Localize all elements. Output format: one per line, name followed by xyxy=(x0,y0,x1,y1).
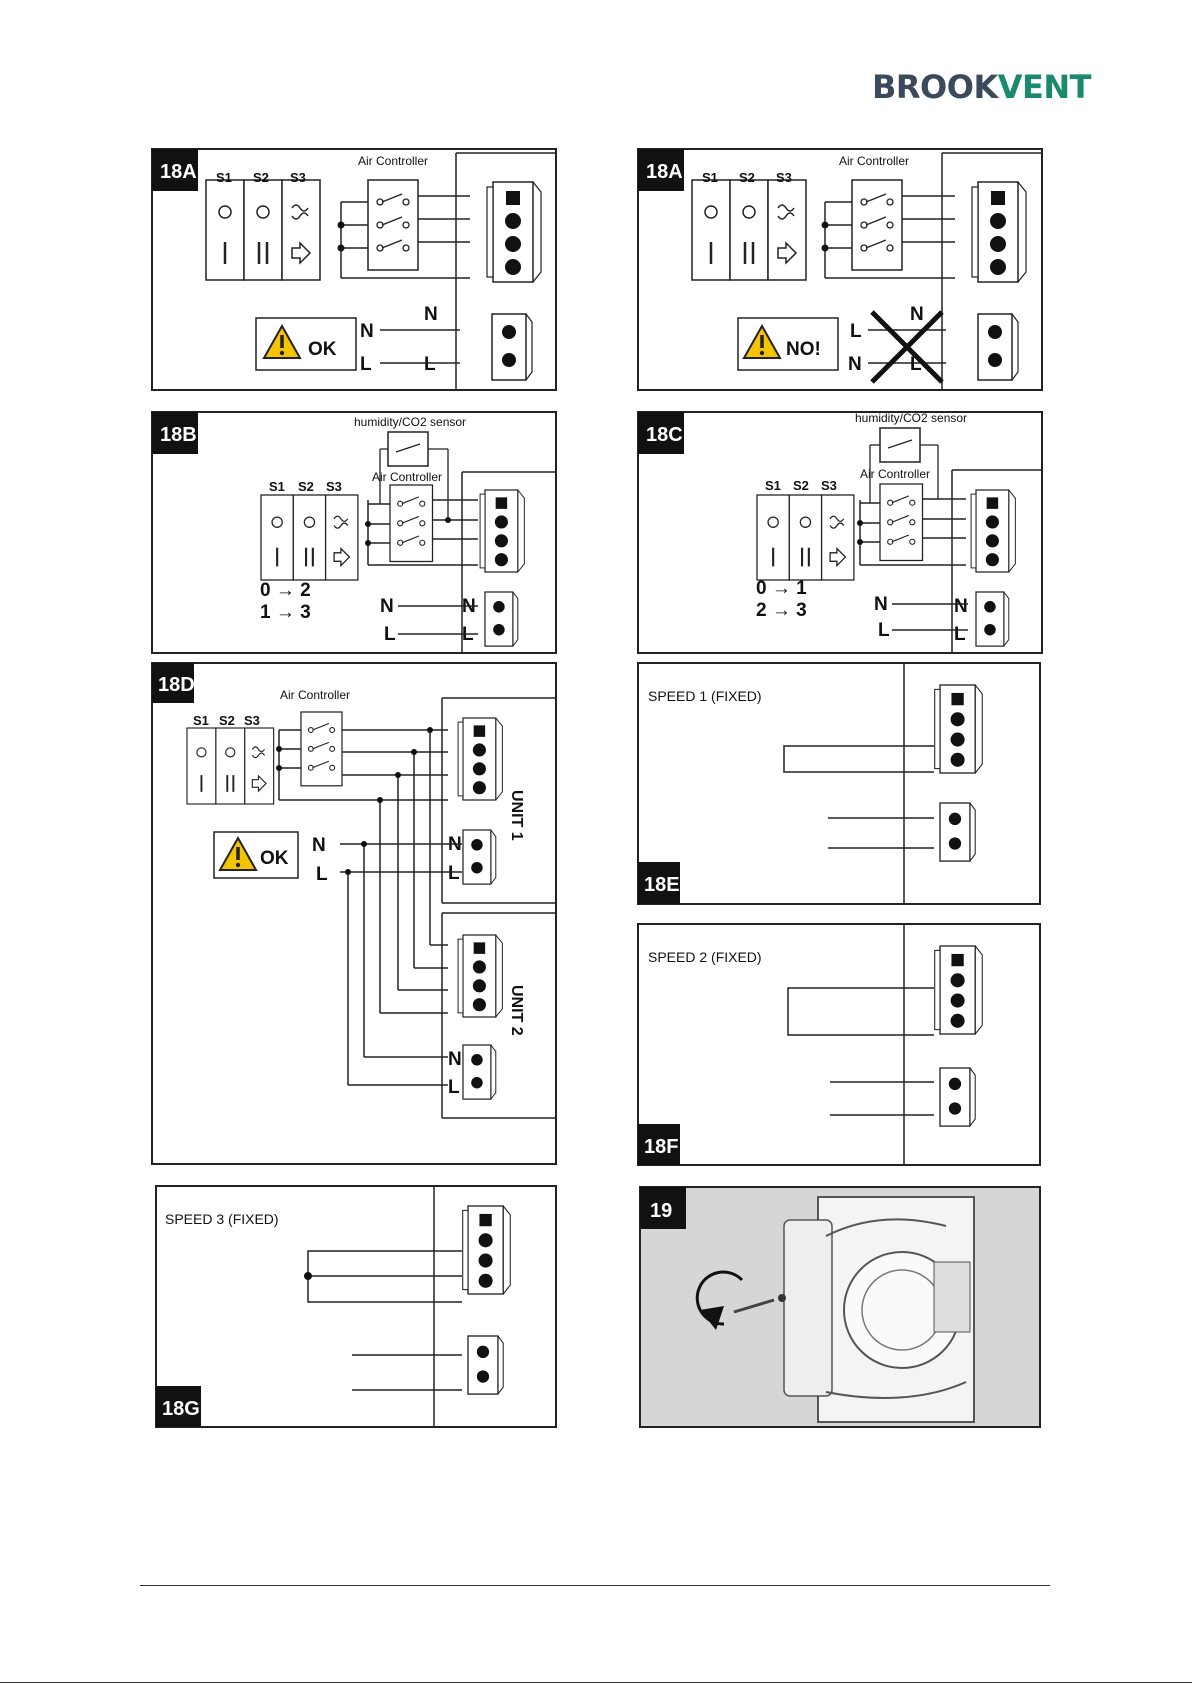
terminal-l: L xyxy=(448,863,460,884)
panel-18c: 18C humidity/CO2 sensor Air Controller S… xyxy=(637,411,1043,654)
brand-logo-part1: BROOK xyxy=(872,68,998,106)
switch-label-s2: S2 xyxy=(253,170,269,185)
wire-n-wrong: N xyxy=(848,354,862,375)
speed-2-label: SPEED 2 (FIXED) xyxy=(648,949,762,965)
switch-label-s1: S1 xyxy=(765,478,781,493)
switch-label-s1: S1 xyxy=(216,170,232,185)
switch-label-s3: S3 xyxy=(326,479,342,494)
wire-l: L xyxy=(384,624,396,645)
humidity-sensor-label: humidity/CO2 sensor xyxy=(354,415,466,429)
terminal-l: L xyxy=(424,354,436,375)
switch-label-s1: S1 xyxy=(193,713,209,728)
air-controller-label: Air Controller xyxy=(280,688,350,702)
wire-l-wrong: L xyxy=(850,321,862,342)
panel-id: 18A xyxy=(160,161,197,183)
panel-id: 18G xyxy=(162,1398,200,1420)
brand-logo-part2: VENT xyxy=(997,68,1092,106)
wire-l: L xyxy=(878,620,890,641)
terminal-l: L xyxy=(954,624,966,645)
terminal-l: L xyxy=(448,1077,460,1098)
mapping-line-2: 2 → 3 xyxy=(756,600,807,621)
wire-n: N xyxy=(312,835,326,856)
wire-n: N xyxy=(380,596,394,617)
wire-l: L xyxy=(316,864,328,885)
switch-label-s2: S2 xyxy=(298,479,314,494)
speed-1-label: SPEED 1 (FIXED) xyxy=(648,688,762,704)
panel-id: 19 xyxy=(650,1200,672,1222)
mapping-line-1: 0 → 2 xyxy=(260,580,311,601)
air-controller-label: Air Controller xyxy=(358,154,428,168)
panel-18e: 18E SPEED 1 (FIXED) xyxy=(637,662,1041,905)
speed-3-label: SPEED 3 (FIXED) xyxy=(165,1211,279,1227)
panel-18d: 18D Air Controller S1 S2 S3 UNIT 1 N L N… xyxy=(151,662,557,1165)
panel-18a-no: 18A S1 S2 S3 Air Controller N L L N NO! xyxy=(637,148,1043,391)
wire-l: L xyxy=(360,354,372,375)
panel-id: 18D xyxy=(158,674,195,696)
humidity-sensor-label: humidity/CO2 sensor xyxy=(855,411,967,425)
wire-n: N xyxy=(874,594,888,615)
switch-label-s3: S3 xyxy=(244,713,260,728)
mapping-line-2: 1 → 3 xyxy=(260,602,311,623)
panel-id: 18B xyxy=(160,424,197,446)
panel-id: 18E xyxy=(644,874,680,896)
switch-label-s3: S3 xyxy=(290,170,306,185)
page-bottom-rule xyxy=(0,1682,1192,1683)
humidity-sensor xyxy=(387,431,429,467)
switch-label-s3: S3 xyxy=(776,170,792,185)
humidity-sensor xyxy=(879,427,921,463)
terminal-n: N xyxy=(424,304,438,325)
screwdriver-icon xyxy=(733,1298,775,1314)
ok-label: OK xyxy=(308,339,337,360)
panel-18f: 18F SPEED 2 (FIXED) xyxy=(637,923,1041,1166)
terminal-n: N xyxy=(954,596,968,617)
switch-label-s3: S3 xyxy=(821,478,837,493)
switch-label-s1: S1 xyxy=(269,479,285,494)
brand-logo: BROOKVENT xyxy=(872,68,1091,106)
no-label: NO! xyxy=(786,339,821,360)
fan-unit-illustration xyxy=(695,1196,975,1423)
air-controller-label: Air Controller xyxy=(839,154,909,168)
air-controller-label: Air Controller xyxy=(372,470,442,484)
panel-19: 19 xyxy=(639,1186,1041,1428)
wire-n: N xyxy=(360,321,374,342)
terminal-n: N xyxy=(910,304,924,325)
panel-18b: 18B humidity/CO2 sensor Air Controller S… xyxy=(151,411,557,654)
ok-label: OK xyxy=(260,848,289,869)
unit-1-label: UNIT 1 xyxy=(508,790,525,841)
panel-id: 18F xyxy=(644,1136,678,1158)
terminal-n: N xyxy=(448,1049,462,1070)
switch-label-s2: S2 xyxy=(793,478,809,493)
panel-18a-ok: 18A S1 S2 S3 Air Controller N L N L OK xyxy=(151,148,557,391)
switch-label-s1: S1 xyxy=(702,170,718,185)
mapping-line-1: 0 → 1 xyxy=(756,578,807,599)
switch-label-s2: S2 xyxy=(739,170,755,185)
unit-2-label: UNIT 2 xyxy=(508,985,525,1036)
air-controller-label: Air Controller xyxy=(860,467,930,481)
panel-id: 18A xyxy=(646,161,683,183)
footer-rule xyxy=(140,1585,1050,1586)
panel-id: 18C xyxy=(646,424,683,446)
panel-18g: 18G SPEED 3 (FIXED) xyxy=(155,1185,557,1428)
switch-label-s2: S2 xyxy=(219,713,235,728)
